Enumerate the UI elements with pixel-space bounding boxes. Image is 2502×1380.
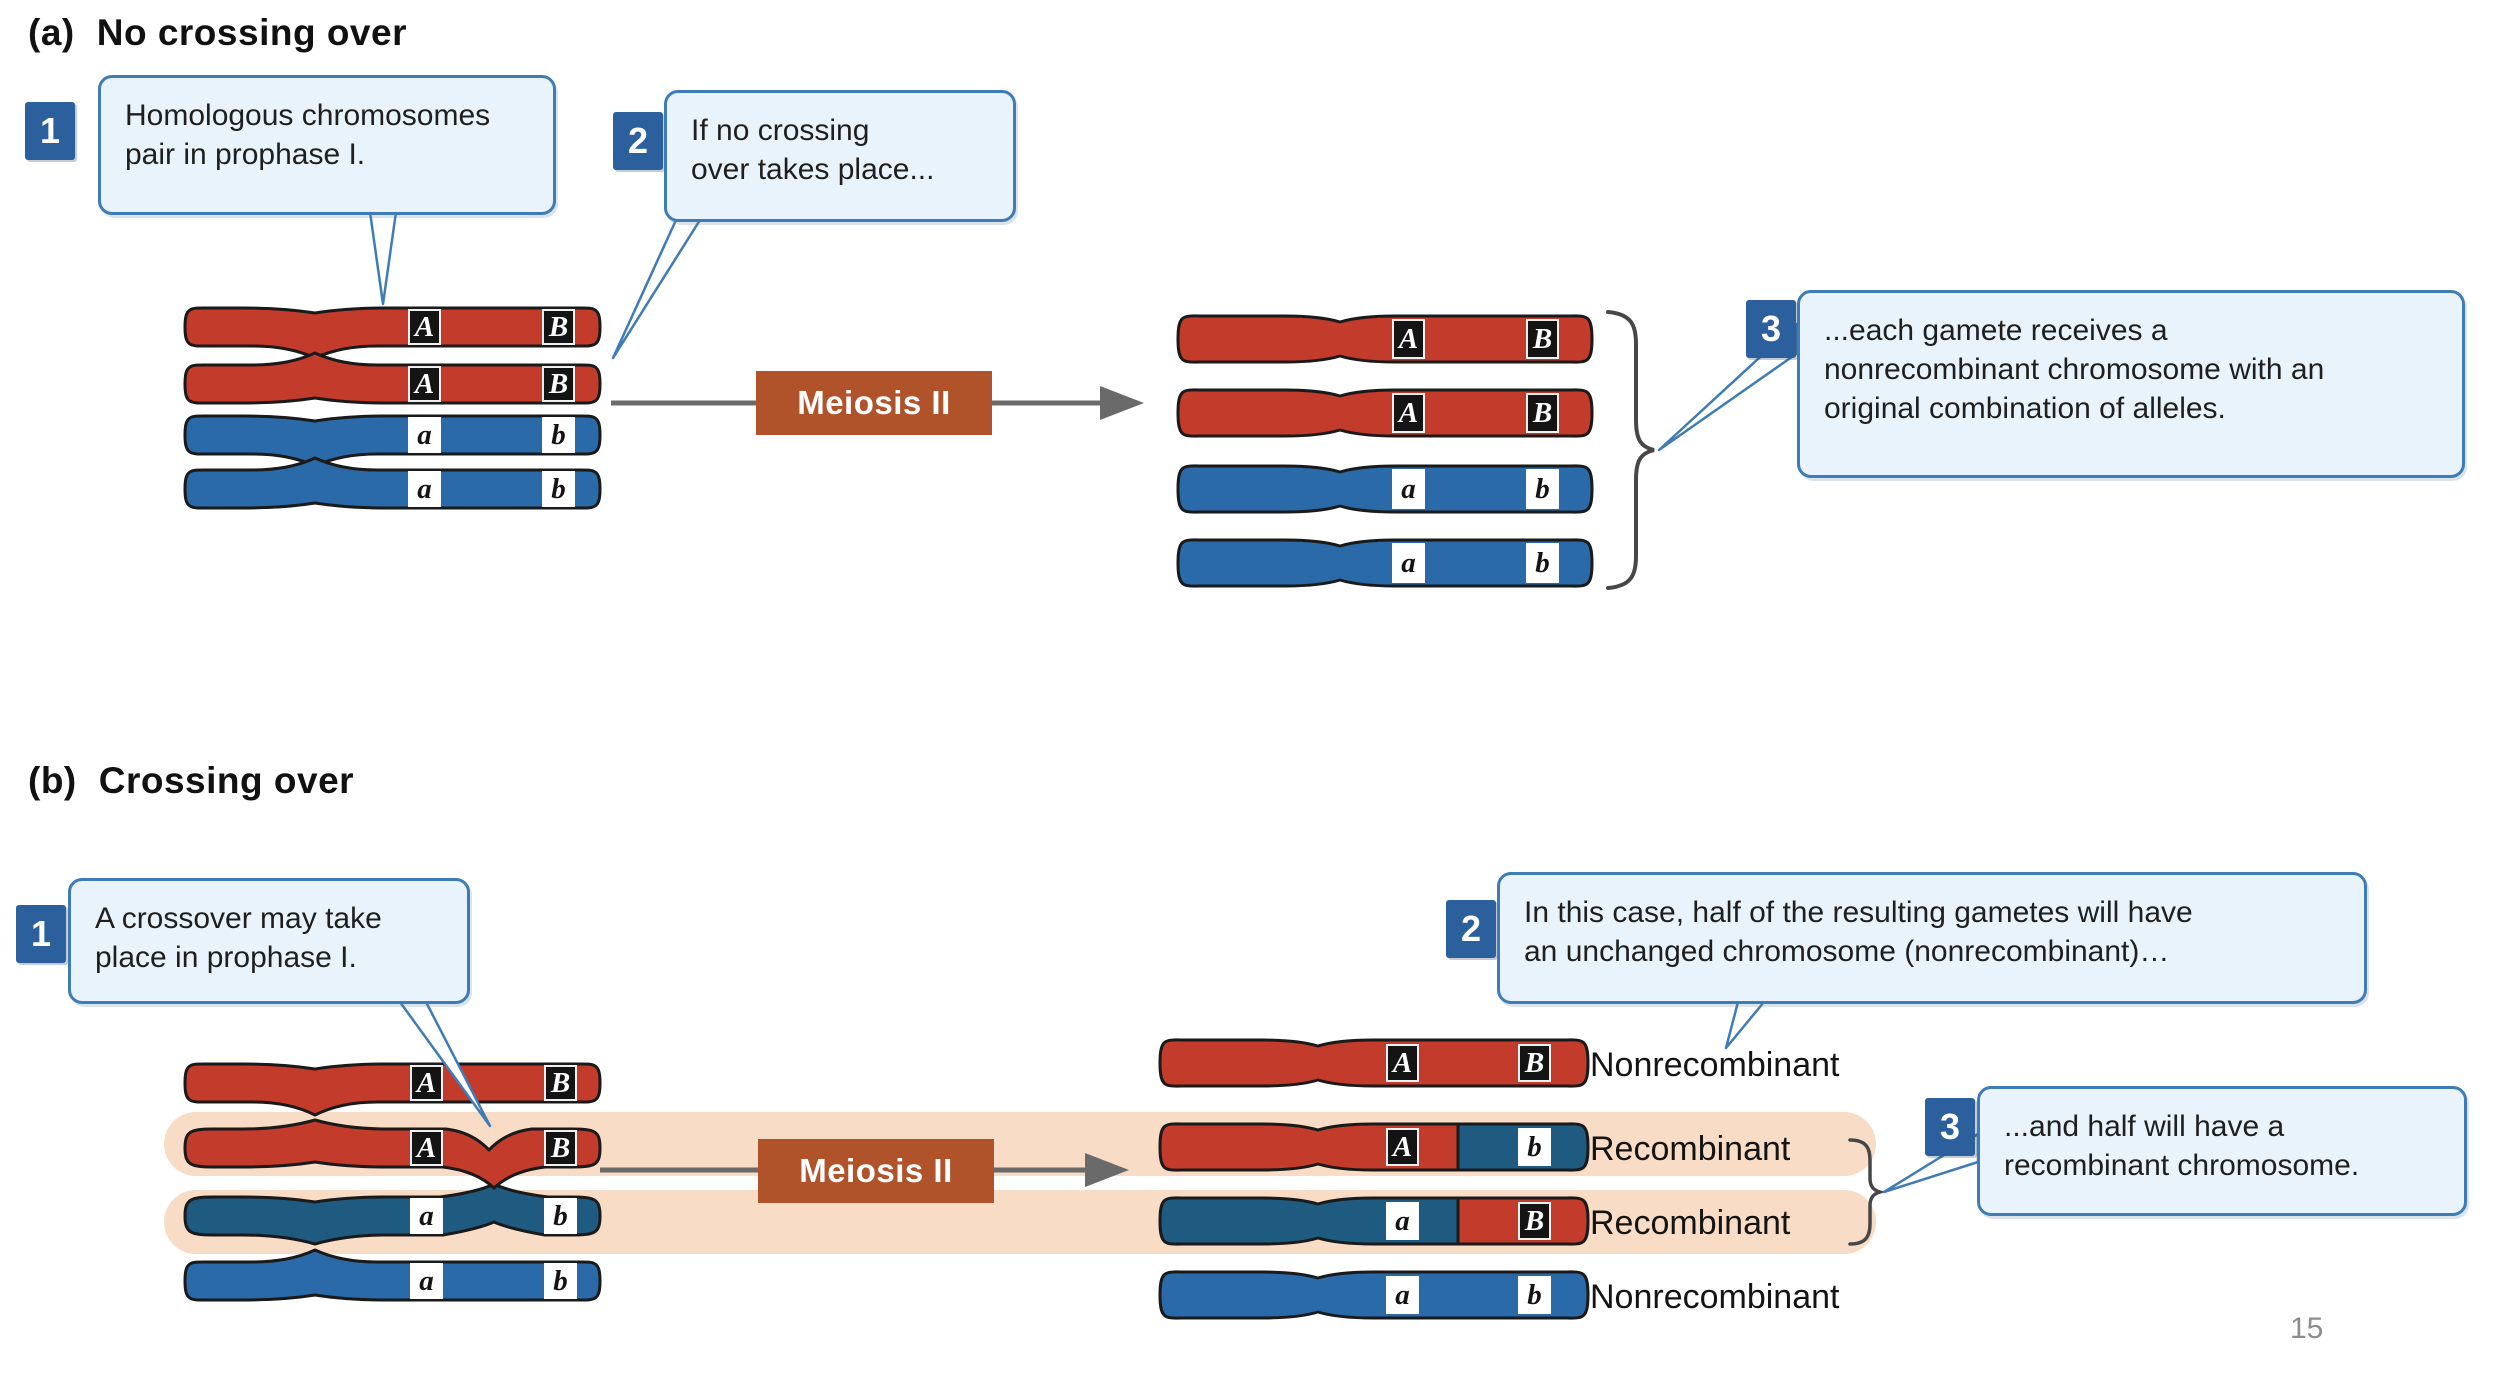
allele-label-a: a xyxy=(410,1263,443,1299)
callout-a3: ...each gamete receives a nonrecombinant… xyxy=(1797,290,2465,478)
gamete-group-brace-a xyxy=(1606,310,1655,590)
gamete-a-1-red xyxy=(1176,314,1594,364)
panel-b-tag: (b) xyxy=(28,760,77,801)
callout-pointer-a2 xyxy=(611,218,702,360)
callout-pointer-b2 xyxy=(1724,1000,1766,1050)
meiosis-ii-box-b: Meiosis II xyxy=(758,1139,994,1203)
callout-pointer-a1 xyxy=(368,210,398,306)
allele-label-A: A xyxy=(408,366,441,402)
gamete-a-2-red xyxy=(1176,388,1594,438)
meiosis-arrowhead-b xyxy=(1085,1153,1129,1187)
callout-a1: Homologous chromosomes pair in prophase … xyxy=(98,75,556,215)
allele-label-a: a xyxy=(1392,543,1425,583)
allele-label-B: B xyxy=(542,366,575,402)
allele-label-B: B xyxy=(1518,1044,1551,1082)
allele-label-b: b xyxy=(544,1198,577,1234)
panel-a-title: (a) No crossing over xyxy=(28,12,407,54)
chromosome-b-blue-chromatid-1-crossing xyxy=(183,1182,602,1246)
allele-label-A: A xyxy=(1392,393,1425,433)
chromosome-b-red-chromatid-1 xyxy=(183,1062,602,1117)
allele-label-a: a xyxy=(408,471,441,507)
allele-label-a: a xyxy=(1386,1202,1419,1240)
allele-label-A: A xyxy=(410,1130,443,1166)
recombinant-group-brace-b xyxy=(1848,1138,1887,1246)
chromosome-b-red-chromatid-2-crossing xyxy=(183,1118,602,1190)
allele-label-a: a xyxy=(408,417,441,453)
allele-label-A: A xyxy=(408,309,441,345)
allele-label-A: A xyxy=(1386,1044,1419,1082)
gamete-label-nonrecombinant-1: Nonrecombinant xyxy=(1590,1046,1840,1084)
allele-label-b: b xyxy=(1518,1276,1551,1314)
allele-label-a: a xyxy=(1386,1276,1419,1314)
chromosome-b-blue-chromatid-2 xyxy=(183,1248,602,1302)
allele-label-B: B xyxy=(1526,393,1559,433)
step-badge-b1: 1 xyxy=(16,905,66,963)
step-badge-a3: 3 xyxy=(1746,300,1796,358)
panel-a-tag: (a) xyxy=(28,12,75,53)
panel-a-title-text: No crossing over xyxy=(96,12,407,53)
panel-b-title-text: Crossing over xyxy=(98,760,355,801)
allele-label-B: B xyxy=(542,309,575,345)
allele-label-b: b xyxy=(1526,469,1559,509)
gamete-label-recombinant-2: Recombinant xyxy=(1590,1204,1791,1242)
chromosome-a-red-chromatid-2 xyxy=(183,351,602,405)
page-number: 15 xyxy=(2290,1312,2324,1345)
allele-label-A: A xyxy=(1386,1128,1419,1166)
allele-label-B: B xyxy=(1526,319,1559,359)
allele-label-a: a xyxy=(410,1198,443,1234)
gamete-b-1-nonrecombinant-red xyxy=(1158,1038,1590,1088)
meiosis-arrowhead-a xyxy=(1100,386,1144,420)
gamete-a-4-blue xyxy=(1176,538,1594,588)
allele-label-B: B xyxy=(544,1130,577,1166)
chromosome-a-blue-chromatid-1 xyxy=(183,414,602,468)
chromosome-a-red-chromatid-1 xyxy=(183,306,602,360)
allele-label-b: b xyxy=(542,471,575,507)
step-badge-b3: 3 xyxy=(1925,1098,1975,1156)
allele-label-B: B xyxy=(1518,1202,1551,1240)
meiosis-ii-box-a: Meiosis II xyxy=(756,371,992,435)
allele-label-b: b xyxy=(542,417,575,453)
allele-label-B: B xyxy=(544,1065,577,1101)
step-badge-a1: 1 xyxy=(25,102,75,160)
panel-b-title: (b) Crossing over xyxy=(28,760,354,802)
allele-label-a: a xyxy=(1392,469,1425,509)
callout-a2: If no crossing over takes place... xyxy=(664,90,1016,222)
gamete-label-nonrecombinant-2: Nonrecombinant xyxy=(1590,1278,1840,1316)
gamete-label-recombinant-1: Recombinant xyxy=(1590,1130,1791,1168)
chromosome-a-blue-chromatid-2 xyxy=(183,456,602,510)
callout-b2: In this case, half of the resulting game… xyxy=(1497,872,2367,1004)
gamete-b-4-nonrecombinant-blue xyxy=(1158,1270,1590,1320)
step-badge-a2: 2 xyxy=(613,112,663,170)
allele-label-A: A xyxy=(1392,319,1425,359)
allele-label-b: b xyxy=(1518,1128,1551,1166)
callout-b3: ...and half will have a recombinant chro… xyxy=(1977,1086,2467,1216)
step-badge-b2: 2 xyxy=(1446,900,1496,958)
callout-b1: A crossover may take place in prophase I… xyxy=(68,878,470,1004)
allele-label-b: b xyxy=(1526,543,1559,583)
gamete-a-3-blue xyxy=(1176,464,1594,514)
allele-label-A: A xyxy=(410,1065,443,1101)
allele-label-b: b xyxy=(544,1263,577,1299)
